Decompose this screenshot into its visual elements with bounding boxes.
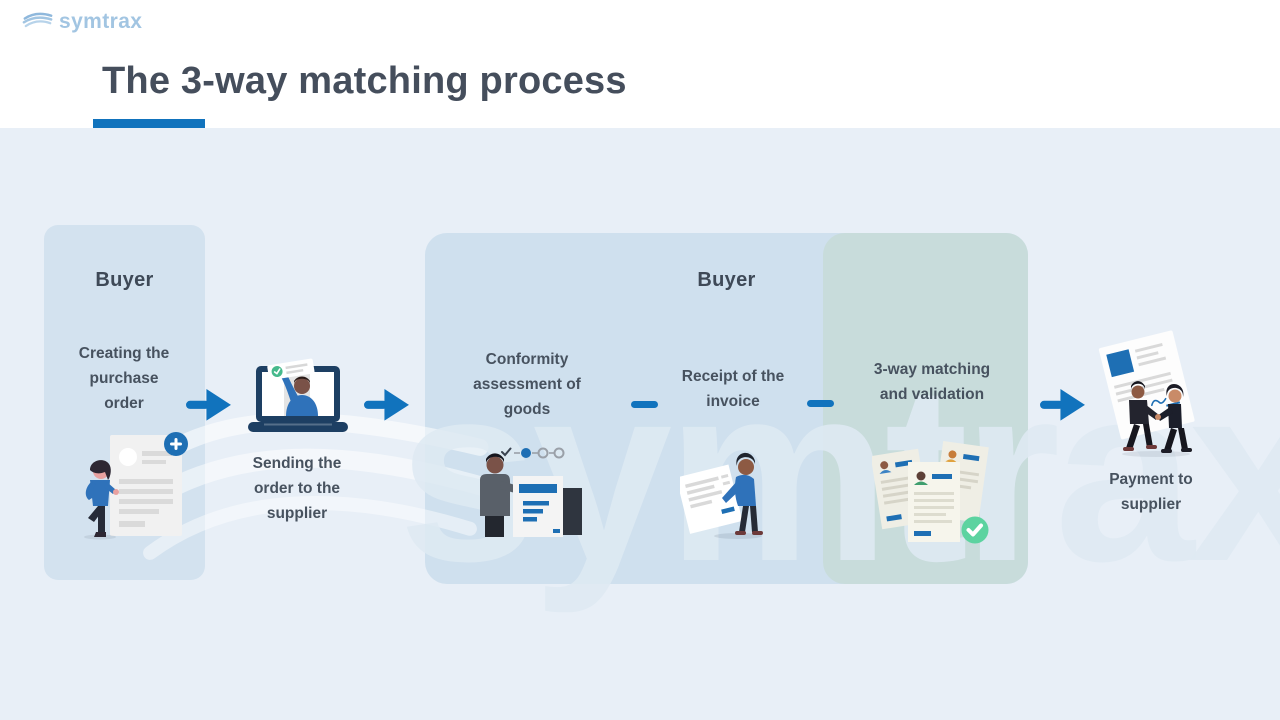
- progress-dot-icon: [521, 448, 531, 458]
- laptop-sending-illustration: [242, 358, 354, 436]
- step-sending-order-label: Sending the order to the supplier: [252, 455, 342, 522]
- page-title: The 3-way matching process: [102, 60, 627, 102]
- arrow-right-icon-3: [1039, 388, 1086, 423]
- invoice-receipt-illustration: [680, 441, 780, 541]
- arrow-right-icon-2: [363, 388, 410, 423]
- step-3way-matching-label: 3-way matching and validation: [873, 361, 991, 403]
- step-receipt-invoice-label: Receipt of the invoice: [681, 368, 785, 410]
- buyer2-role-label: Buyer: [697, 269, 756, 291]
- buyer1-role-label: Buyer: [95, 269, 154, 291]
- matched-documents-illustration: [872, 438, 994, 546]
- connector-dash-icon-2: [807, 400, 834, 407]
- step-conformity-assessment-label: Conformity assessment of goods: [473, 351, 581, 418]
- step-creating-purchase-order-label: Creating the purchase order: [78, 345, 170, 412]
- arrow-right-icon-1: [185, 388, 232, 423]
- purchase-order-illustration: [76, 426, 192, 540]
- logo-text: symtrax: [59, 10, 143, 33]
- goods-inspection-illustration: [477, 436, 583, 538]
- symtrax-logo: symtrax: [22, 10, 142, 34]
- order-card-icon: [267, 358, 315, 381]
- payment-handshake-illustration: [1096, 330, 1206, 460]
- check-step-icon: [501, 447, 512, 457]
- logo-wave-icon: [22, 11, 54, 33]
- title-underline: [93, 119, 205, 128]
- connector-dash-icon-1: [631, 401, 658, 408]
- signature-icon: [1151, 397, 1167, 407]
- step-payment-supplier-label: Payment to supplier: [1109, 471, 1193, 513]
- header-band: [0, 0, 1280, 128]
